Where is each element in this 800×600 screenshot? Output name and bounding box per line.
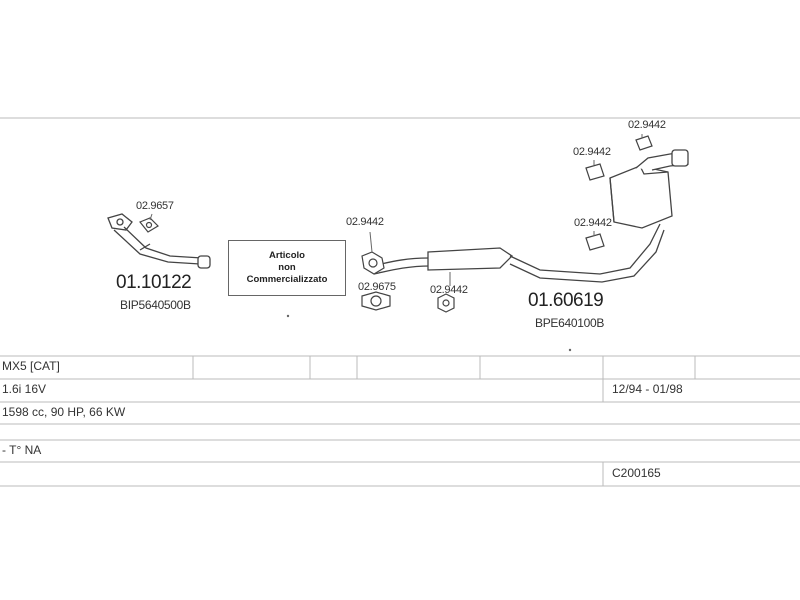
part-code-mount-3: 02.9442 xyxy=(574,217,612,229)
production-period: 12/94 - 01/98 xyxy=(612,382,683,396)
mount-drawing-2 xyxy=(585,163,605,181)
stray-dot-2 xyxy=(568,348,572,352)
part-code-rear-silencer: 01.60619 xyxy=(528,290,604,311)
part-code-ring: 02.9675 xyxy=(358,281,396,293)
middle-pipe-drawing xyxy=(371,223,665,283)
part-code-clamp-1: 02.9442 xyxy=(346,216,384,228)
front-pipe-drawing xyxy=(107,213,211,269)
spec-table-grid xyxy=(0,355,800,487)
engine-specs: 1598 cc, 90 HP, 66 KW xyxy=(2,405,126,419)
part-code-mount-1: 02.9442 xyxy=(628,119,666,131)
engine-type: 1.6i 16V xyxy=(2,382,47,396)
part-code-mount-2: 02.9442 xyxy=(573,146,611,158)
part-code-front-pipe: 01.10122 xyxy=(116,272,192,293)
note-line-1: Articolo xyxy=(269,250,305,261)
rear-silencer-drawing xyxy=(609,149,689,229)
note-text: - T° NA xyxy=(2,443,42,457)
part-code-clamp-2: 02.9442 xyxy=(430,284,468,296)
stray-dot-1 xyxy=(286,314,290,318)
catalog-code: C200165 xyxy=(612,466,661,480)
leader-lines xyxy=(149,134,643,286)
clamp-drawing-1 xyxy=(361,251,385,275)
mount-drawing-3 xyxy=(585,233,605,251)
note-line-2: non xyxy=(278,262,296,273)
clamp-drawing-2 xyxy=(437,293,455,313)
not-available-note: Articolo non Commercializzato xyxy=(228,240,346,296)
note-line-3: Commercializzato xyxy=(246,274,328,285)
ring-drawing xyxy=(361,291,391,311)
part-ref-front-pipe: BIP5640500B xyxy=(120,298,191,312)
mount-drawing-1 xyxy=(635,135,653,151)
part-ref-rear-silencer: BPE640100B xyxy=(535,316,605,330)
gasket-drawing xyxy=(139,217,159,233)
vehicle-model: MX5 [CAT] xyxy=(2,359,60,373)
part-code-gasket: 02.9657 xyxy=(136,200,174,212)
